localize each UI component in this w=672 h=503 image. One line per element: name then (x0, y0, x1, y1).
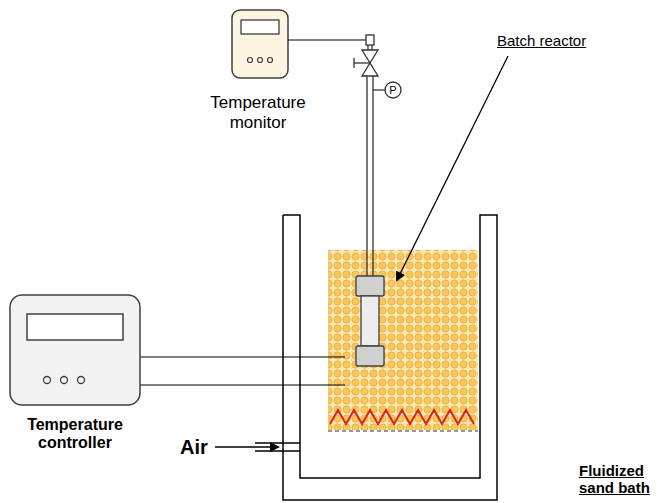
temperature-monitor-device (258, 58, 263, 63)
callout-label: Batch reactor (497, 32, 586, 49)
batch-reactor (356, 276, 384, 366)
batch-reactor (356, 276, 384, 296)
feed-line (354, 62, 370, 63)
feed-line (353, 58, 354, 68)
air-inlet (215, 443, 300, 451)
temperature-controller-device (61, 377, 68, 384)
feed-line (371, 45, 372, 50)
temperature-monitor-device (241, 20, 279, 34)
feed-line (362, 50, 378, 63)
callout-leader (397, 56, 508, 280)
feed-line (354, 35, 401, 276)
feed-line (366, 35, 374, 45)
controller-wire (140, 357, 345, 385)
temperature-controller-device (78, 377, 85, 384)
controller-wire (140, 385, 345, 386)
temperature-monitor-device (232, 10, 288, 78)
flow-label: Air (180, 436, 208, 459)
temperature-monitor-device (248, 58, 253, 63)
feed-line (385, 82, 401, 98)
controller-wire (140, 357, 345, 358)
thermocouple-wire (288, 40, 366, 41)
air-inlet (255, 442, 300, 444)
thermocouple-wire (288, 40, 366, 41)
temperature-monitor-device (268, 58, 273, 63)
heater-coil (330, 410, 474, 424)
temperature-monitor-device (232, 10, 288, 78)
feed-line (372, 76, 373, 276)
sand-bed (328, 250, 478, 430)
distributor-plate (328, 430, 478, 431)
air-inlet (255, 450, 300, 452)
device-label: Temperature controller (12, 416, 138, 453)
device-label: Temperature monitor (203, 93, 313, 132)
feed-line (366, 76, 367, 276)
temperature-controller-device (10, 295, 140, 405)
temperature-controller-device (44, 377, 51, 384)
batch-reactor (356, 346, 384, 366)
gauge-symbol: P (389, 84, 396, 97)
air-inlet (215, 446, 278, 448)
feed-line (367, 45, 368, 50)
batch-reactor (361, 296, 379, 346)
callout-leader (397, 56, 508, 280)
distributor-plate (328, 431, 478, 432)
sand-bed (328, 250, 478, 430)
heater-coil (330, 410, 474, 424)
equipment-label: Fluidized sand bath (579, 462, 667, 497)
feed-line (362, 63, 378, 76)
temperature-controller-device (27, 314, 123, 340)
temperature-controller-device (10, 295, 140, 405)
feed-line (373, 89, 385, 90)
